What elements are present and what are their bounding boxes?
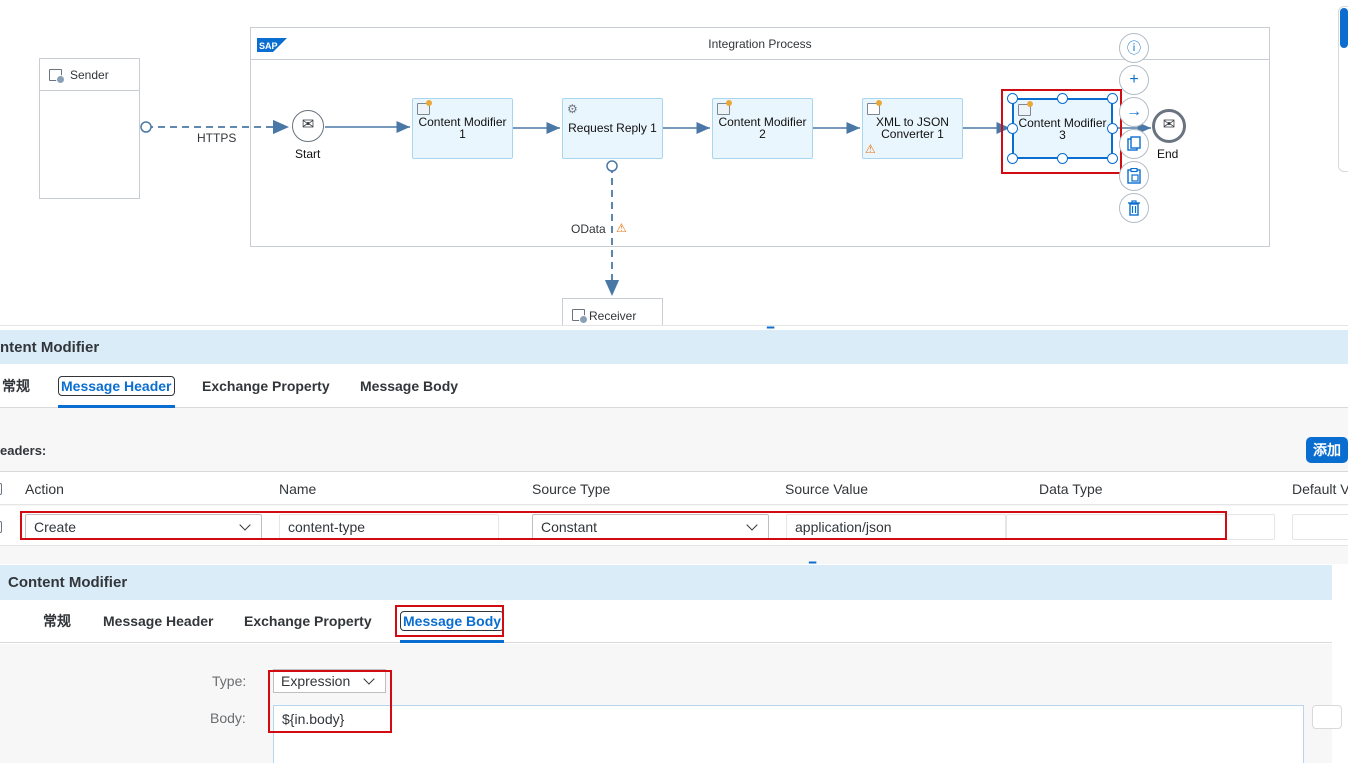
resize-handle-nw[interactable] [1007, 93, 1018, 104]
select-all-checkbox[interactable] [0, 483, 2, 495]
end-label: End [1157, 147, 1179, 161]
data-type-input[interactable] [1006, 514, 1275, 540]
side-panel-edge[interactable] [1338, 6, 1348, 172]
envelope-icon: ✉ [1162, 116, 1176, 133]
type-select[interactable]: Expression [273, 669, 386, 693]
add-button[interactable]: 添加 [1306, 437, 1348, 463]
copy-icon[interactable] [1119, 129, 1149, 159]
resize-handle-e[interactable] [1107, 123, 1118, 134]
column-header-source-type: Source Type [532, 481, 611, 497]
splitter-bottom[interactable] [0, 556, 1348, 564]
panel2-title-bar: Content Modifier [0, 565, 1332, 600]
type-label: Type: [212, 673, 247, 689]
panel1-tabbar: 常规 Message Header Exchange Property Mess… [0, 364, 1348, 408]
converter-icon [867, 100, 882, 115]
tab-message-body[interactable]: Message Body [360, 378, 459, 394]
https-label: HTTPS [197, 131, 237, 145]
receiver-header: Receiver [563, 299, 662, 328]
connect-arrow-icon[interactable]: → [1119, 97, 1149, 127]
splitter-top[interactable] [0, 325, 1348, 330]
paste-icon[interactable] [1119, 161, 1149, 191]
resize-handle-sw[interactable] [1007, 153, 1018, 164]
tab-general[interactable]: 常规 [2, 378, 30, 394]
sap-logo-icon: SAP [257, 38, 287, 52]
headers-label: eaders: [0, 443, 47, 458]
action-select[interactable]: Create [25, 514, 262, 540]
headers-table-header: Action Name Source Type Source Value Dat… [0, 471, 1348, 505]
drag-grip-icon[interactable]: ▪▪▪▪ [808, 558, 816, 567]
editor-expand-button[interactable] [1312, 705, 1342, 729]
row-checkbox[interactable] [0, 521, 2, 533]
drag-grip-icon[interactable]: ▪▪▪▪ [766, 323, 774, 332]
warning-icon[interactable]: ⚠ [865, 142, 876, 156]
info-icon[interactable]: ⓘ [1119, 33, 1149, 63]
content-modifier-icon [417, 100, 432, 115]
step-request-reply-1[interactable]: ⚙ Request Reply 1 [562, 98, 663, 159]
sender-label: Sender [70, 68, 109, 82]
participant-icon [49, 69, 65, 84]
default-value-input[interactable] [1292, 514, 1348, 540]
content-modifier-icon [717, 100, 732, 115]
add-icon[interactable]: + [1119, 65, 1149, 95]
column-header-name: Name [279, 481, 317, 497]
odata-warning-icon[interactable]: ⚠ [616, 221, 627, 235]
name-input[interactable]: content-type [279, 514, 499, 540]
step-label: Request Reply 1 [568, 121, 657, 135]
participant-icon [572, 309, 588, 324]
column-header-source-value: Source Value [785, 481, 869, 497]
receiver-participant[interactable]: Receiver [562, 298, 663, 328]
svg-text:SAP: SAP [259, 41, 278, 51]
end-event[interactable]: ✉ [1152, 109, 1186, 143]
resize-handle-n[interactable] [1057, 93, 1068, 104]
resize-handle-se[interactable] [1107, 153, 1118, 164]
tab-message-body[interactable]: Message Body [400, 600, 505, 643]
gear-icon: ⚙ [567, 102, 578, 116]
tab-message-header[interactable]: Message Header [58, 364, 175, 408]
envelope-icon: ✉ [301, 116, 315, 133]
body-editor[interactable]: ${in.body} [273, 705, 1304, 763]
panel2-tabbar: 常规 Message Header Exchange Property Mess… [0, 600, 1332, 643]
column-header-data-type: Data Type [1039, 481, 1103, 497]
resize-handle-s[interactable] [1057, 153, 1068, 164]
column-header-default-value: Default V [1292, 481, 1348, 497]
panel1-title-bar: ntent Modifier [0, 330, 1348, 364]
panel1-title: ntent Modifier [0, 339, 100, 356]
pool-title: Integration Process [708, 37, 812, 51]
tab-exchange-property[interactable]: Exchange Property [202, 378, 330, 394]
flow-connections [140, 119, 1151, 296]
pool-header: SAP Integration Process [251, 28, 1269, 60]
resize-handle-w[interactable] [1007, 123, 1018, 134]
table-row: Create content-type Constant application… [0, 506, 1348, 546]
sender-participant[interactable]: Sender [39, 58, 140, 199]
tab-exchange-property[interactable]: Exchange Property [244, 613, 372, 629]
receiver-label: Receiver [589, 309, 637, 323]
sender-header: Sender [40, 59, 139, 91]
source-value-input[interactable]: application/json [786, 514, 1006, 540]
start-label: Start [295, 147, 321, 161]
tab-general[interactable]: 常规 [43, 613, 71, 629]
start-event[interactable]: ✉ [292, 110, 324, 142]
content-modifier-icon [1018, 101, 1033, 116]
source-type-select[interactable]: Constant [532, 514, 769, 540]
body-label: Body: [210, 710, 246, 726]
trash-icon[interactable] [1119, 193, 1149, 223]
tab-message-header[interactable]: Message Header [103, 613, 214, 629]
column-header-action: Action [25, 481, 64, 497]
panel2-title: Content Modifier [8, 574, 128, 591]
odata-label: OData [571, 222, 606, 236]
integration-flow-canvas[interactable]: SAP Integration Process Sender Receiver [0, 0, 1348, 328]
resize-handle-ne[interactable] [1107, 93, 1118, 104]
